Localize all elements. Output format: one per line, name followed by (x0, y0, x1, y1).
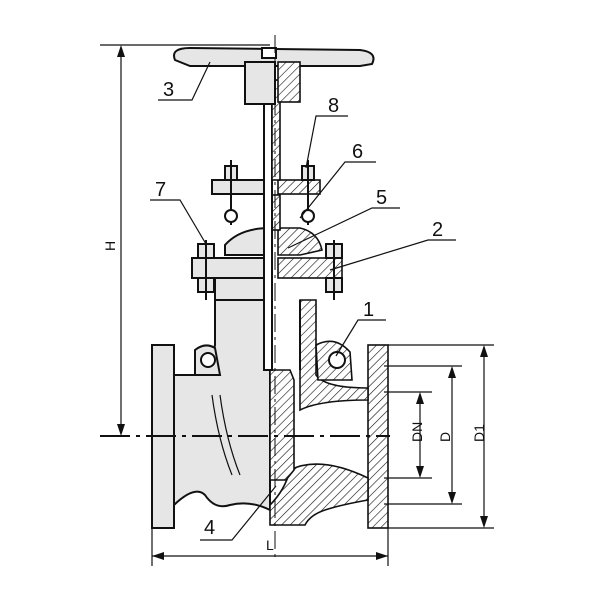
gland-flange-right (277, 179, 321, 195)
dim-label-l: L (266, 537, 274, 553)
centerlines (100, 35, 390, 560)
gland-and-yoke (211, 160, 321, 231)
handwheel (173, 46, 375, 105)
lug-hole-right (328, 351, 346, 369)
valve-body-right-section (269, 299, 389, 529)
callout-2: 2 (432, 219, 443, 241)
dim-label-dn: DN (409, 422, 425, 442)
callout-1: 1 (363, 299, 374, 321)
bonnet-flange-left (191, 257, 271, 279)
gate-wedge (269, 369, 295, 481)
bonnet-flange-right (277, 257, 343, 279)
gland-flange-left (211, 179, 271, 195)
eyebolt-right (301, 209, 315, 223)
dimension-diameters: DN D D1 (384, 344, 494, 529)
callout-leaders (150, 61, 456, 541)
callout-8: 8 (328, 95, 339, 117)
yoke-nut-section (277, 61, 301, 103)
callout-3: 3 (163, 79, 174, 101)
dim-label-h: H (102, 241, 118, 251)
dimension-l: L (151, 528, 389, 566)
bonnet (191, 226, 343, 301)
callout-7: 7 (155, 179, 166, 201)
dim-label-d1: D1 (471, 424, 487, 442)
bonnet-right (277, 227, 323, 256)
dimension-h: H (100, 44, 270, 436)
bonnet-neck-left (214, 277, 271, 301)
eyebolt-left (224, 209, 238, 223)
callout-6: 6 (352, 141, 363, 163)
valve-body-left (151, 299, 271, 529)
lower-body-wall (269, 463, 369, 526)
stem-rod (263, 69, 273, 371)
dim-label-d: D (437, 432, 453, 442)
stem-cap (261, 47, 277, 59)
lug-hole-left (200, 352, 216, 368)
callout-4: 4 (204, 517, 215, 539)
handwheel-hub (244, 61, 276, 105)
callout-5: 5 (376, 187, 387, 209)
